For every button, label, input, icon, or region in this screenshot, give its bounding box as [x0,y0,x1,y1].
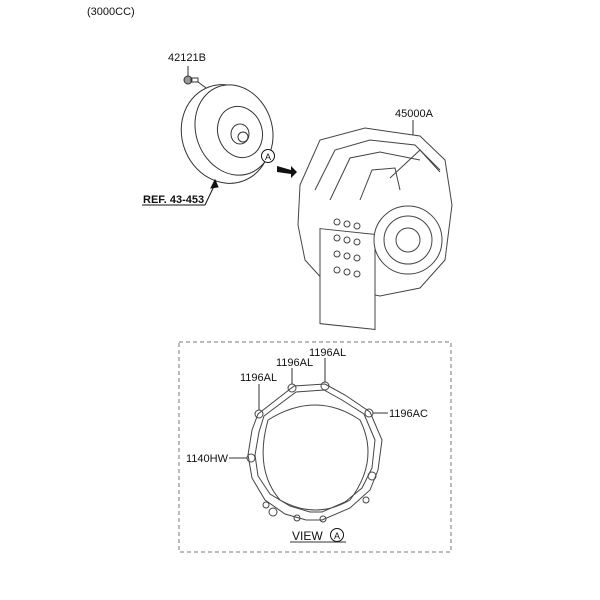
part-label-42121B[interactable]: 42121B [168,52,206,64]
ref-label-torque-converter[interactable]: REF. 43-453 [143,194,205,206]
ref-leader-line [142,178,219,206]
svg-text:A: A [265,152,271,162]
callout-1140HW[interactable]: 1140HW [186,453,228,465]
callout-1196AL-left[interactable]: 1196AL [240,372,278,384]
callout-leaders [229,358,388,543]
transaxle-assembly-icon[interactable] [297,127,453,330]
part-label-45000A[interactable]: 45000A [395,108,433,120]
callout-1196AC[interactable]: 1196AC [389,408,428,420]
engine-spec-label: (3000CC) [87,6,135,18]
view-a-marker[interactable]: A [261,149,298,179]
detail-view-frame [178,341,452,553]
adapter-plate-icon[interactable] [246,381,383,523]
callout-1196AL-right[interactable]: 1196AL [309,347,347,359]
callout-1196AL-middle[interactable]: 1196AL [276,357,314,369]
svg-text:A: A [334,531,340,541]
view-a-circle-icon [330,528,344,542]
direction-arrow-icon [277,166,297,178]
torque-converter-icon[interactable] [168,72,286,196]
detail-view-title: VIEW [292,529,323,543]
